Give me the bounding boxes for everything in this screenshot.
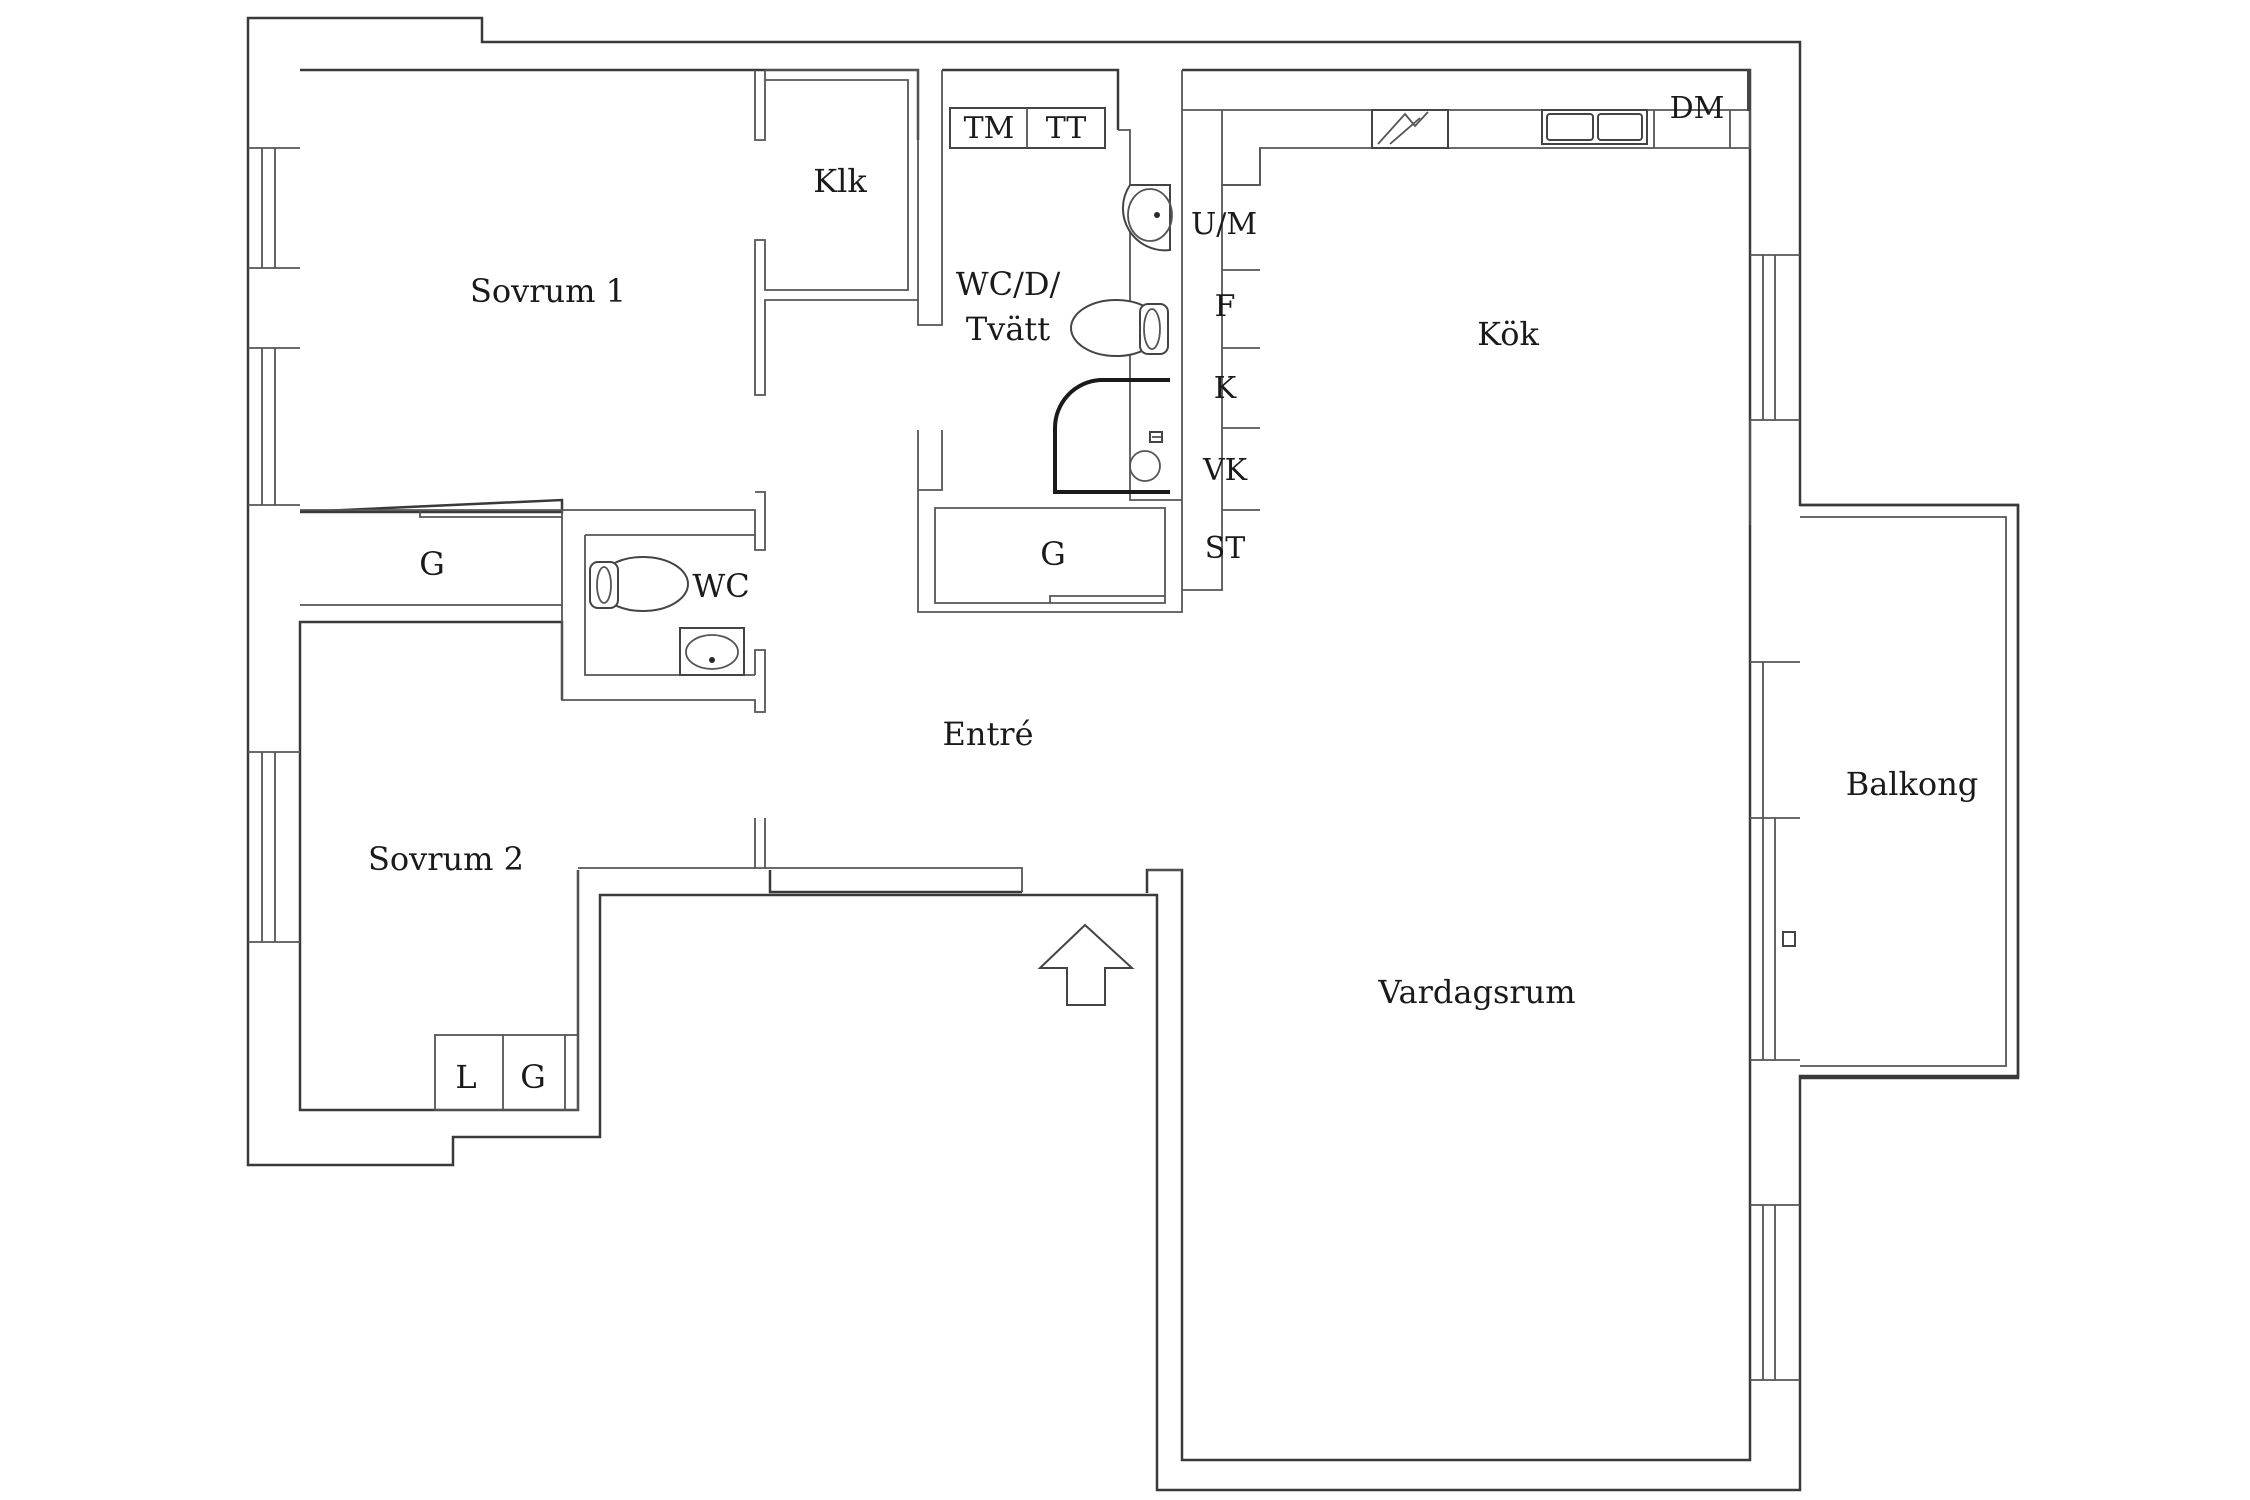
label-l: L <box>455 1058 476 1096</box>
label-wc-d-tvatt-1: WC/D/ <box>956 265 1061 303</box>
label-sovrum2: Sovrum 2 <box>368 840 524 878</box>
label-g-bottom: G <box>520 1058 546 1096</box>
sink-icon <box>1121 184 1173 252</box>
label-tm: TM <box>964 111 1015 146</box>
label-wc-d-tvatt-2: Tvätt <box>966 310 1050 348</box>
label-tt: TT <box>1046 111 1087 146</box>
label-g-left: G <box>419 545 445 583</box>
label-vk: VK <box>1202 453 1248 488</box>
sovrum2-closets <box>434 1034 579 1111</box>
window-right-kitchen <box>1749 254 1800 525</box>
label-um: U/M <box>1191 207 1257 242</box>
sink-icon <box>1541 109 1648 145</box>
label-kok: Kök <box>1477 315 1539 353</box>
sink-icon <box>679 627 745 676</box>
label-wc: WC <box>692 567 749 605</box>
left-windows <box>248 147 300 943</box>
label-entre: Entré <box>942 715 1033 753</box>
shower <box>1052 378 1170 494</box>
toilet-icon <box>1070 299 1169 357</box>
label-sovrum1: Sovrum 1 <box>470 272 626 310</box>
window-right-living <box>1750 1204 1800 1381</box>
balcony <box>1800 503 2020 1080</box>
toilet-icon <box>589 556 689 612</box>
label-vardagsrum: Vardagsrum <box>1377 973 1575 1011</box>
stove-icon <box>1371 109 1449 149</box>
label-klk: Klk <box>813 162 867 200</box>
window-left-2 <box>248 347 300 506</box>
room-labels: Sovrum 1 Klk TM TT WC/D/ Tvätt DM U/M F … <box>368 91 1978 1096</box>
interior-walls <box>300 69 1183 1110</box>
outer-walls <box>246 16 2020 1492</box>
window-left-3 <box>248 751 300 943</box>
label-k: K <box>1214 371 1237 406</box>
label-balkong: Balkong <box>1846 765 1979 803</box>
label-g-center: G <box>1040 535 1066 573</box>
label-f: F <box>1215 289 1236 324</box>
kitchen-counter <box>1182 69 1751 591</box>
window-left-1 <box>248 147 300 269</box>
balcony-door <box>1750 661 1800 1061</box>
right-windows <box>1749 254 1800 1381</box>
label-st: ST <box>1205 531 1246 566</box>
entry-arrow-icon <box>1037 923 1135 1006</box>
laundry-machines <box>949 107 1106 149</box>
label-dm: DM <box>1670 91 1725 126</box>
